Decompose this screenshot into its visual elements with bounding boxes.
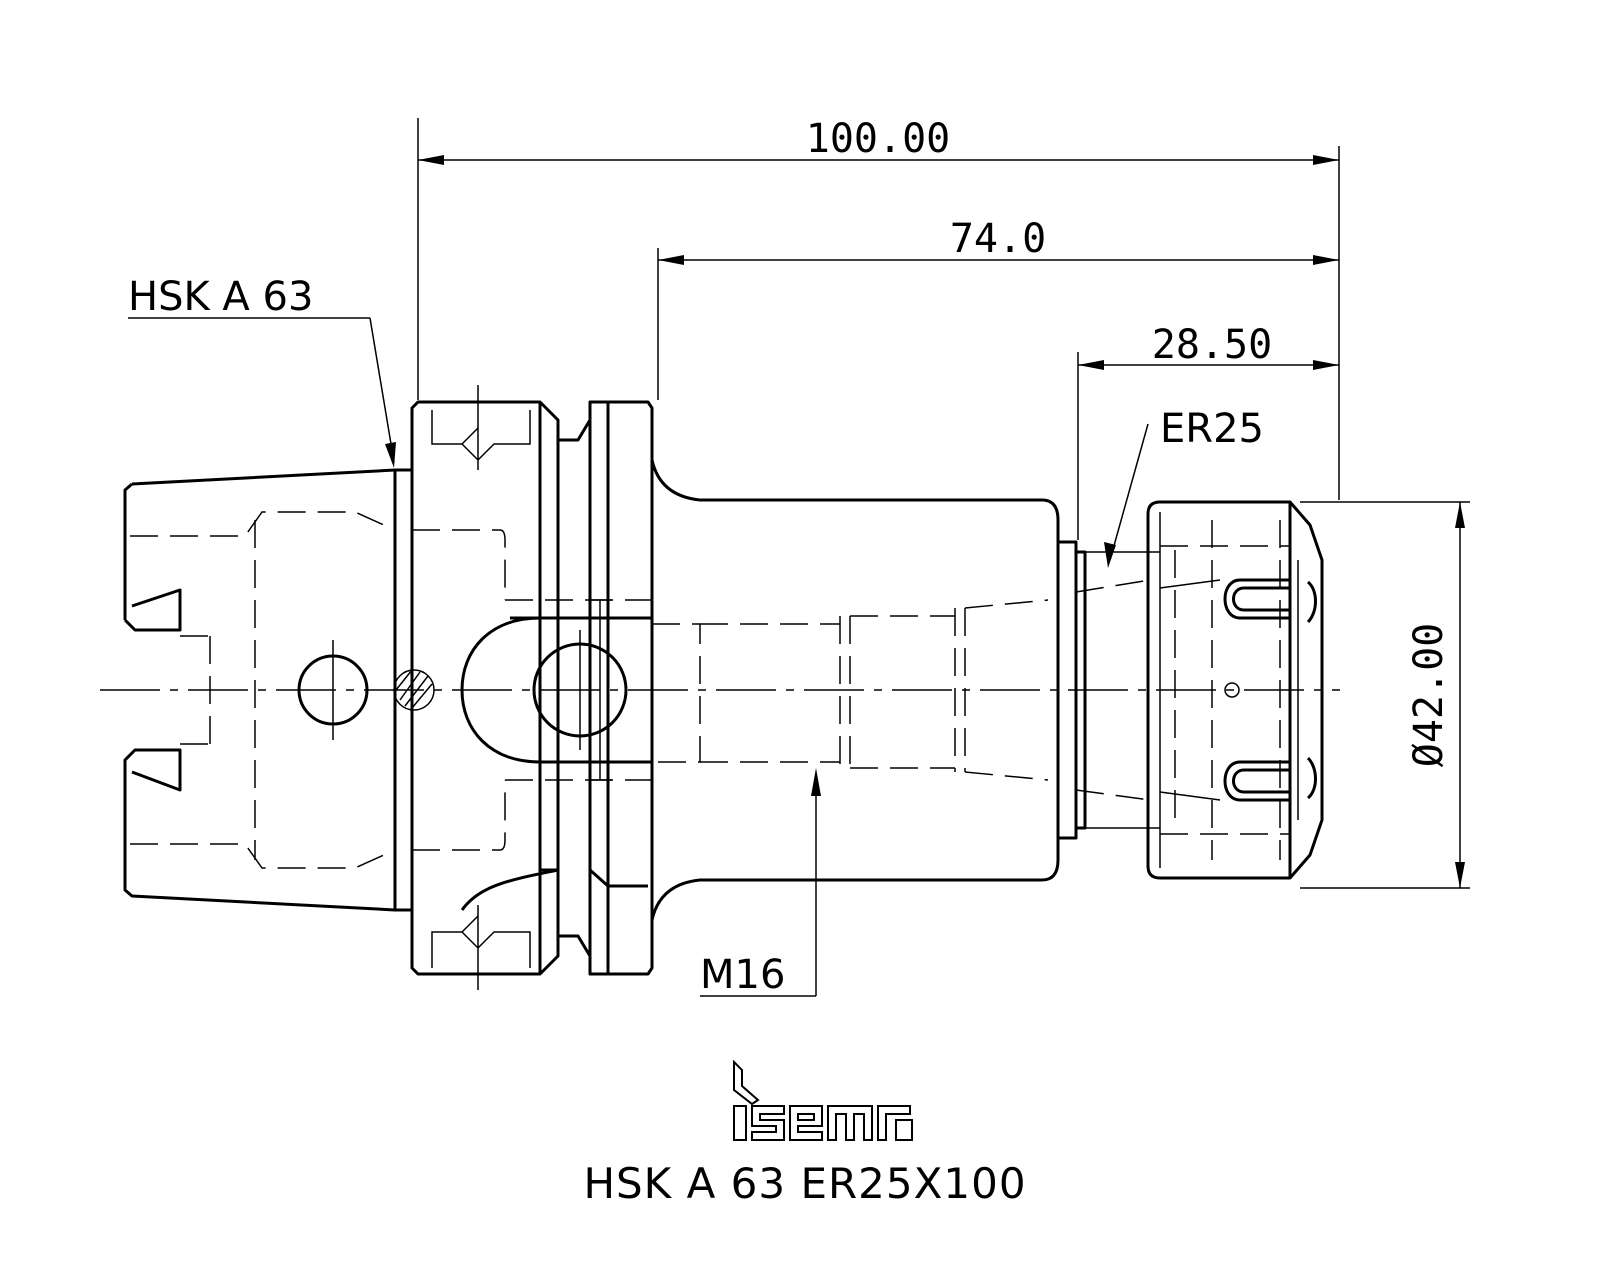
dimension-nut-length-text: 28.50 [1152, 322, 1272, 368]
dimension-overall-length-text: 100.00 [806, 116, 951, 162]
label-thread-leader: M16 [700, 768, 821, 998]
label-shank-leader: HSK A 63 [128, 274, 396, 468]
dimension-diameter: Ø42.00 [1300, 501, 1470, 889]
label-thread-text: M16 [700, 952, 785, 998]
label-collet-text: ER25 [1160, 406, 1264, 452]
body [650, 408, 1160, 921]
dimension-body-length-text: 74.0 [950, 216, 1046, 262]
dimension-body-length: 74.0 [657, 216, 1339, 400]
dimension-overall-length: 100.00 [417, 116, 1340, 500]
part-caption: HSK A 63 ER25X100 [583, 1159, 1026, 1208]
label-collet-leader: ER25 [1104, 406, 1264, 568]
label-shank-text: HSK A 63 [128, 274, 313, 320]
er-nut [1146, 500, 1324, 880]
hsk-taper-shank [123, 468, 435, 912]
iscar-logo: iscar [733, 1059, 913, 1141]
dimension-nut-length: 28.50 [1077, 322, 1339, 540]
dimension-diameter-text: Ø42.00 [1406, 623, 1452, 768]
flange [410, 385, 654, 990]
